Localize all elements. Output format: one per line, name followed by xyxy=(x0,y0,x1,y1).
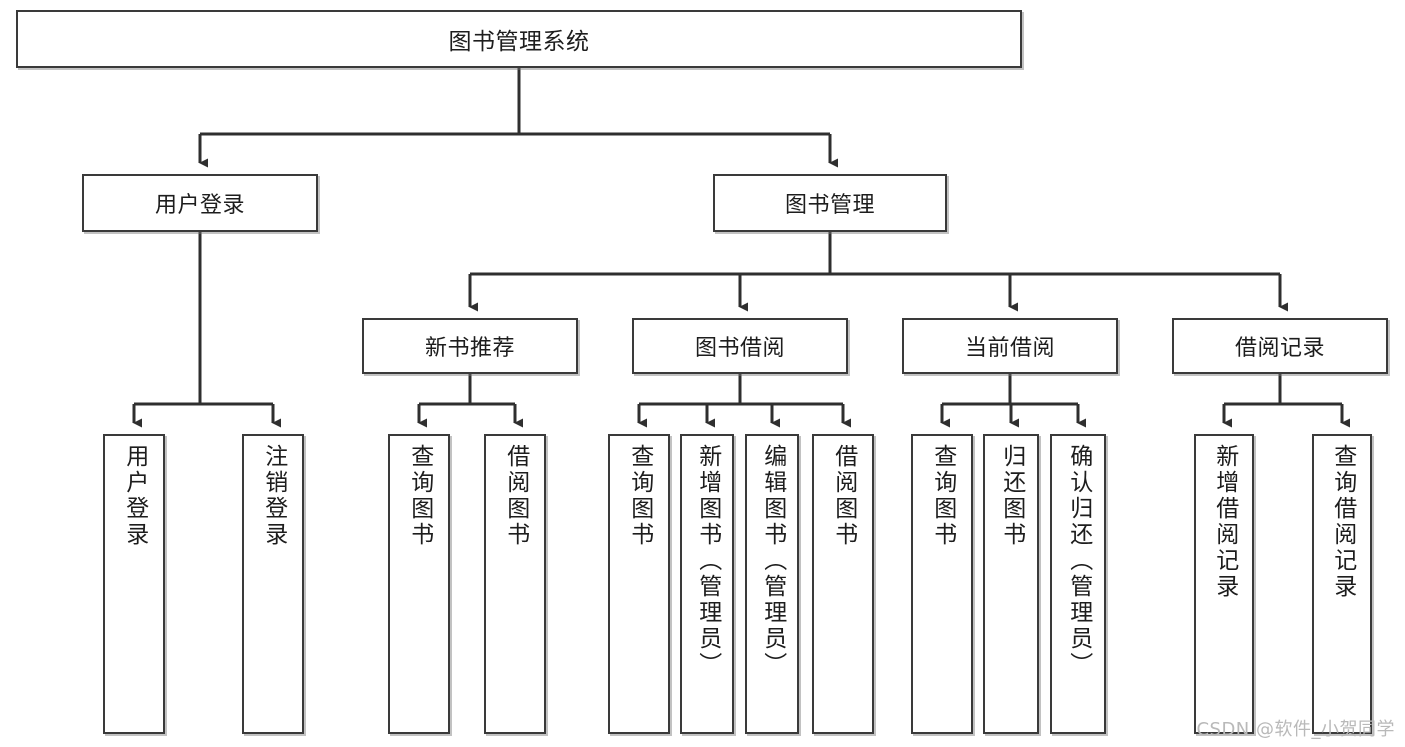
node-leaf-user-login[interactable]: 用户登录 xyxy=(103,434,165,734)
node-book-borrow[interactable]: 图书借阅 xyxy=(632,318,848,374)
node-borrow-record-label: 借阅记录 xyxy=(1234,336,1325,361)
node-leaf-cur-query-book[interactable]: 查询图书 xyxy=(911,434,973,734)
node-leaf-borrow-borrow-book-label: 借阅图书 xyxy=(830,444,857,548)
node-current-borrow[interactable]: 当前借阅 xyxy=(902,318,1118,374)
node-user-login-label: 用户登录 xyxy=(154,193,245,218)
node-leaf-rec-query-record-label: 查询借阅记录 xyxy=(1329,444,1356,600)
node-leaf-rec-add-record-label: 新增借阅记录 xyxy=(1211,444,1238,600)
node-current-borrow-label: 当前借阅 xyxy=(964,336,1055,361)
node-leaf-rec-query-record[interactable]: 查询借阅记录 xyxy=(1312,434,1372,734)
node-leaf-borrow-add-book[interactable]: 新增图书（管理员） xyxy=(680,434,734,734)
node-user-login[interactable]: 用户登录 xyxy=(82,174,318,232)
node-leaf-user-login-label: 用户登录 xyxy=(121,444,148,548)
node-leaf-borrow-query-book-label: 查询图书 xyxy=(626,444,653,548)
node-borrow-record[interactable]: 借阅记录 xyxy=(1172,318,1388,374)
node-book-manage[interactable]: 图书管理 xyxy=(713,174,947,232)
node-root[interactable]: 图书管理系统 xyxy=(16,10,1022,68)
node-leaf-cur-return-book-label: 归还图书 xyxy=(998,444,1025,548)
node-leaf-cur-query-book-label: 查询图书 xyxy=(929,444,956,548)
node-leaf-cur-confirm-return-label: 确认归还（管理员） xyxy=(1065,444,1092,678)
node-leaf-cur-confirm-return[interactable]: 确认归还（管理员） xyxy=(1050,434,1106,734)
node-book-manage-label: 图书管理 xyxy=(784,193,875,218)
node-leaf-rec-add-record[interactable]: 新增借阅记录 xyxy=(1194,434,1254,734)
node-leaf-cur-return-book[interactable]: 归还图书 xyxy=(983,434,1039,734)
node-new-book-rec[interactable]: 新书推荐 xyxy=(362,318,578,374)
node-leaf-user-logout-label: 注销登录 xyxy=(260,444,287,548)
node-new-book-rec-label: 新书推荐 xyxy=(424,336,515,361)
node-leaf-borrow-edit-book[interactable]: 编辑图书（管理员） xyxy=(745,434,799,734)
node-leaf-user-logout[interactable]: 注销登录 xyxy=(242,434,304,734)
node-leaf-rec-query-book[interactable]: 查询图书 xyxy=(388,434,450,734)
node-leaf-rec-query-book-label: 查询图书 xyxy=(406,444,433,548)
node-root-label: 图书管理系统 xyxy=(448,29,590,55)
node-leaf-borrow-query-book[interactable]: 查询图书 xyxy=(608,434,670,734)
node-leaf-borrow-borrow-book[interactable]: 借阅图书 xyxy=(812,434,874,734)
node-leaf-borrow-add-book-label: 新增图书（管理员） xyxy=(694,444,721,678)
node-book-borrow-label: 图书借阅 xyxy=(694,336,785,361)
node-leaf-borrow-edit-book-label: 编辑图书（管理员） xyxy=(759,444,786,678)
node-leaf-rec-borrow-book[interactable]: 借阅图书 xyxy=(484,434,546,734)
node-leaf-rec-borrow-book-label: 借阅图书 xyxy=(502,444,529,548)
